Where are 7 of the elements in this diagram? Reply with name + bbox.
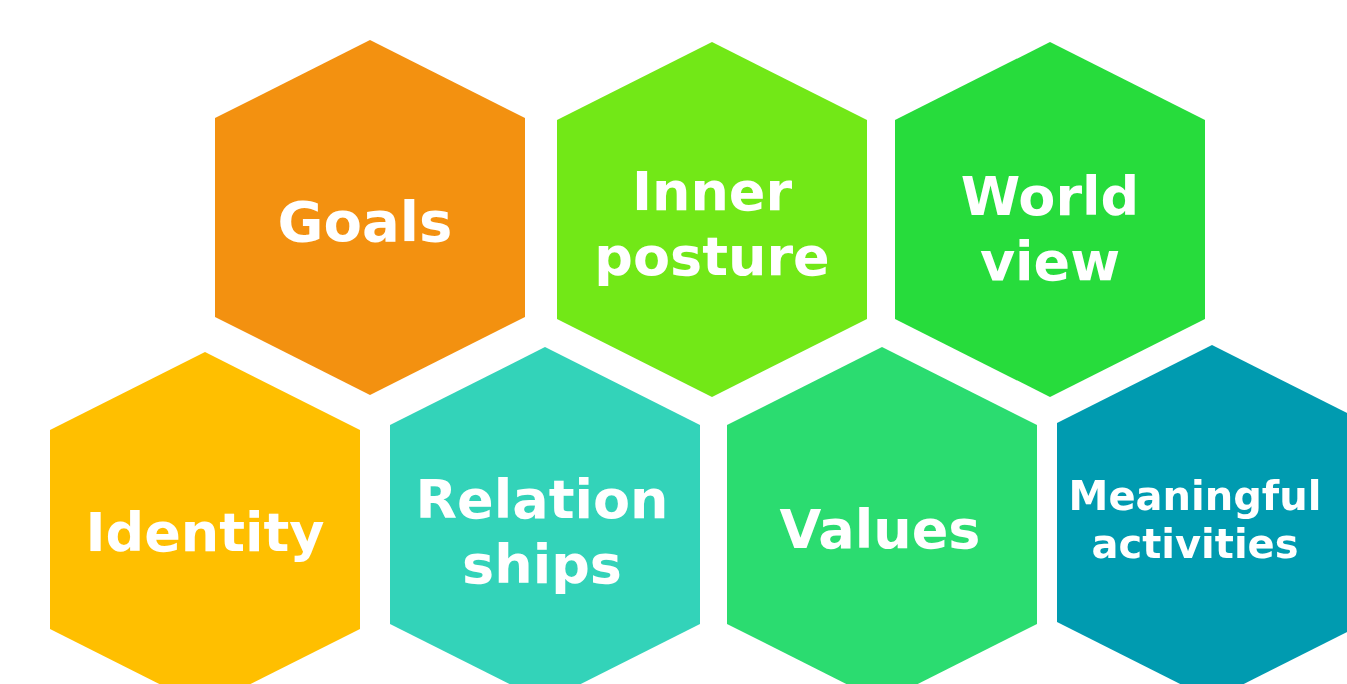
hexagon-label: World view <box>959 165 1141 295</box>
hexagon-label: Relation ships <box>414 468 670 598</box>
hexagon-label: Identity <box>84 500 326 566</box>
hexagon-label: Goals <box>276 188 454 256</box>
hexagon-label: Meaningful activities <box>1067 472 1323 568</box>
hexagon-label: Inner posture <box>593 160 831 290</box>
hexagon-label: Values <box>778 497 982 563</box>
